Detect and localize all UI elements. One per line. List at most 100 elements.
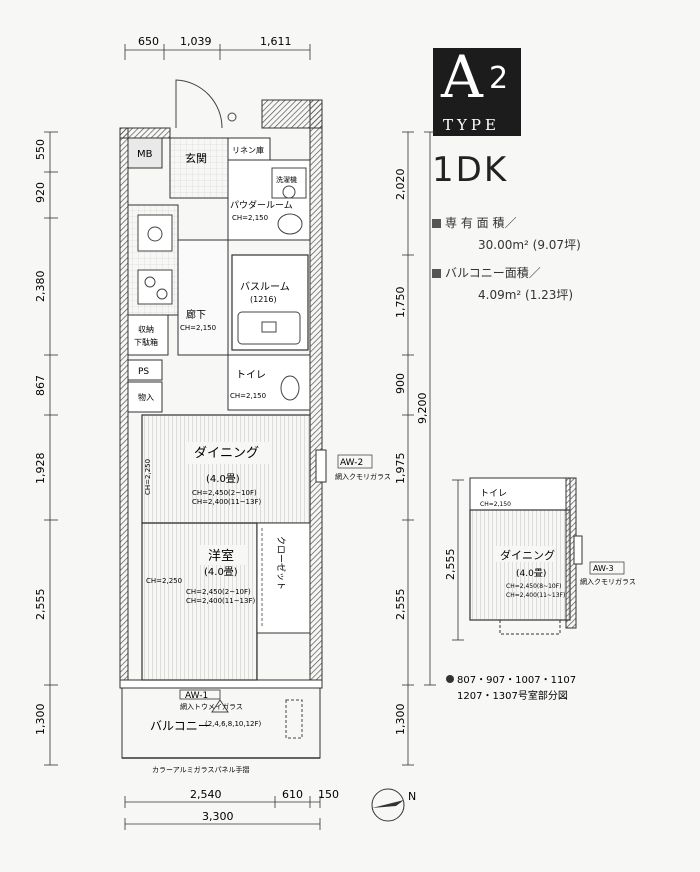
- mb-label: MB: [137, 149, 153, 160]
- dining-label-bg: [188, 442, 270, 464]
- dim-right-5: 2,555: [394, 589, 407, 621]
- closet-label: クローゼット: [275, 536, 287, 590]
- powder-label: パウダールーム: [230, 199, 293, 211]
- hall-ch: CH=2,150: [180, 324, 216, 332]
- railing-label: カラーアルミガラスパネル手摺: [152, 765, 250, 774]
- western-ch-2: CH=2,400(11~13F): [186, 597, 255, 605]
- pipe-space: [127, 359, 163, 381]
- partition-panel-icon: [285, 699, 303, 739]
- meter-icon: [227, 112, 237, 122]
- bath-size: (1216): [250, 295, 277, 304]
- evacuation-hatch-icon: [211, 699, 229, 713]
- aw2-desc: 網入クモリガラス: [335, 472, 391, 481]
- dining-room: [141, 414, 311, 524]
- western-ch-side: CH=2,250: [146, 577, 182, 585]
- sub-toilet-ch: CH=2,150: [480, 501, 511, 508]
- aw3-box: [589, 561, 625, 575]
- washer-label: 洗濯機: [276, 175, 297, 184]
- balcony-area-value: 4.09m² (1.23坪): [478, 288, 574, 302]
- washbasin-icon: [277, 213, 303, 235]
- sink-drain-icon: [147, 226, 163, 242]
- bath-drain-icon: [261, 321, 277, 333]
- north-arrow-icon: [372, 800, 404, 808]
- dim-left-7: 1,300: [34, 704, 47, 736]
- dim-right-3: 900: [394, 373, 407, 394]
- aw1-label: AW-1: [185, 691, 208, 701]
- dining-ch-side: CH=2,250: [144, 459, 152, 495]
- washer-drain-icon: [282, 185, 296, 199]
- entrance-label: 玄関: [185, 151, 207, 165]
- shelf-label: 収納: [138, 324, 154, 334]
- dim-top-2: 1,039: [180, 35, 212, 48]
- dining-ch-2: CH=2,400(11~13F): [192, 498, 261, 506]
- sub-dining-label: ダイニング: [500, 548, 555, 562]
- dim-left-4: 867: [34, 375, 47, 396]
- dim-bottom-total: 3,300: [202, 810, 234, 823]
- dim-left-5: 1,928: [34, 453, 47, 485]
- aw2-box: [337, 454, 373, 469]
- dining-size: (4.0畳): [206, 473, 240, 485]
- bathroom: [231, 254, 309, 351]
- bottom-dimensions: [124, 796, 321, 830]
- dim-bottom-2: 610: [282, 788, 303, 801]
- dim-top-1: 650: [138, 35, 159, 48]
- left-dimensions: [44, 131, 58, 766]
- western-label: 洋室: [208, 548, 234, 564]
- dim-bottom-1: 2,540: [190, 788, 222, 801]
- dim-bottom-3: 150: [318, 788, 339, 801]
- powder-room: [227, 159, 311, 241]
- dim-right-6: 1,300: [394, 704, 407, 736]
- ps-label: PS: [138, 367, 149, 377]
- aw3-desc: 網入クモリガラス: [580, 577, 636, 586]
- western-ch-1: CH=2,450(2~10F): [186, 588, 251, 596]
- sub-dining-label-bg: [496, 546, 556, 562]
- compass: [371, 788, 405, 822]
- sub-note-line2: 1207・1307号室部分図: [457, 689, 568, 702]
- type-letter: A: [441, 43, 483, 111]
- stove-icon: [137, 269, 173, 305]
- storage-label: 物入: [138, 392, 154, 402]
- sub-ch-1: CH=2,450(8~10F): [506, 583, 562, 590]
- western-label-bg: [200, 545, 246, 565]
- sub-dining-size: (4.0畳): [516, 568, 546, 579]
- entrance: [169, 137, 229, 199]
- toilet-ch: CH=2,150: [230, 392, 266, 400]
- dim-right-2: 1,750: [394, 287, 407, 319]
- balcony-area-label: バルコニー面積／: [432, 264, 541, 281]
- dim-right-total: 9,200: [416, 393, 429, 425]
- dim-left-3: 2,380: [34, 271, 47, 303]
- sub-toilet-label: トイレ: [480, 489, 507, 499]
- compass-n-label: N: [408, 790, 416, 803]
- shoe-label: 下駄箱: [134, 337, 158, 347]
- burner-icon: [144, 276, 156, 288]
- dim-top-3: 1,611: [260, 35, 292, 48]
- sub-dim-left: 2,555: [444, 549, 457, 581]
- aw3-label: AW-3: [593, 564, 614, 573]
- type-badge: A 2 TYPE: [433, 43, 521, 136]
- burner-icon: [156, 288, 168, 300]
- mb-space: [127, 137, 163, 169]
- dim-right-4: 1,975: [394, 453, 407, 485]
- entrance-door-swing: [175, 79, 223, 129]
- linen-label: リネン庫: [232, 145, 264, 155]
- toilet-room: [227, 354, 311, 411]
- partial-floor-plan: [452, 477, 583, 641]
- bath-label: バスルーム: [240, 281, 290, 293]
- toilet-label: トイレ: [236, 370, 266, 381]
- balcony-label: バルコニー: [150, 719, 210, 733]
- dim-left-1: 550: [34, 139, 47, 160]
- square-bullet-icon: [432, 219, 441, 228]
- top-dimensions: [124, 44, 311, 60]
- dim-left-2: 920: [34, 182, 47, 203]
- powder-ch: CH=2,150: [232, 214, 268, 222]
- dining-ch-1: CH=2,450(2~10F): [192, 489, 257, 497]
- window-aw2: [315, 449, 327, 483]
- storage-closet: [127, 381, 163, 413]
- sub-ch-2: CH=2,400(11~13F): [506, 592, 565, 599]
- type-number: 2: [489, 61, 509, 96]
- square-bullet-icon: [432, 269, 441, 278]
- dining-label: ダイニング: [194, 446, 259, 461]
- shoe-storage: [127, 314, 169, 356]
- closet: [256, 522, 311, 634]
